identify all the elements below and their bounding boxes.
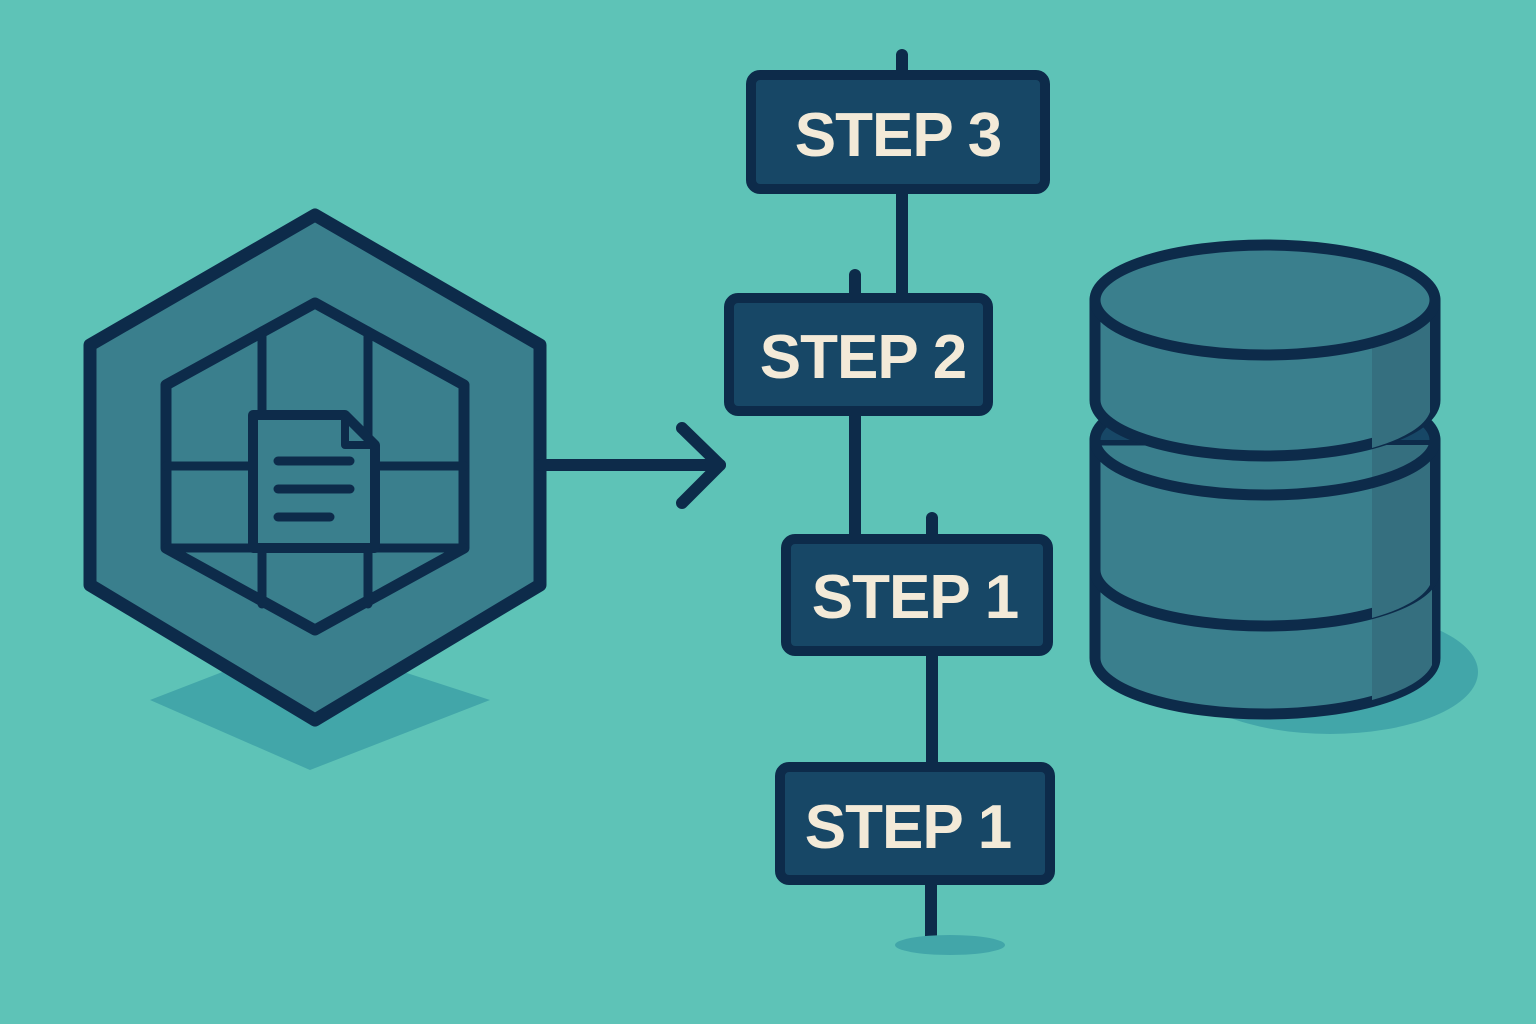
step-box-2: STEP 2 bbox=[724, 293, 993, 416]
database-cylinder-icon bbox=[1089, 239, 1478, 734]
step-box-1b: STEP 1 bbox=[775, 762, 1055, 885]
arrow-right-icon bbox=[534, 422, 726, 509]
pole-shadow bbox=[895, 935, 1005, 955]
step-box-1a: STEP 1 bbox=[781, 534, 1053, 656]
step-label: STEP 3 bbox=[795, 101, 1002, 170]
hexagon-grid-document-icon bbox=[83, 208, 547, 770]
document-icon bbox=[248, 410, 380, 553]
step-label: STEP 1 bbox=[812, 563, 1019, 632]
step-box-3: STEP 3 bbox=[746, 70, 1050, 194]
steps-column: STEP 3 STEP 2 STEP 1 STEP 1 bbox=[724, 49, 1055, 955]
step-label: STEP 1 bbox=[805, 793, 1012, 862]
step-label: STEP 2 bbox=[760, 323, 967, 392]
